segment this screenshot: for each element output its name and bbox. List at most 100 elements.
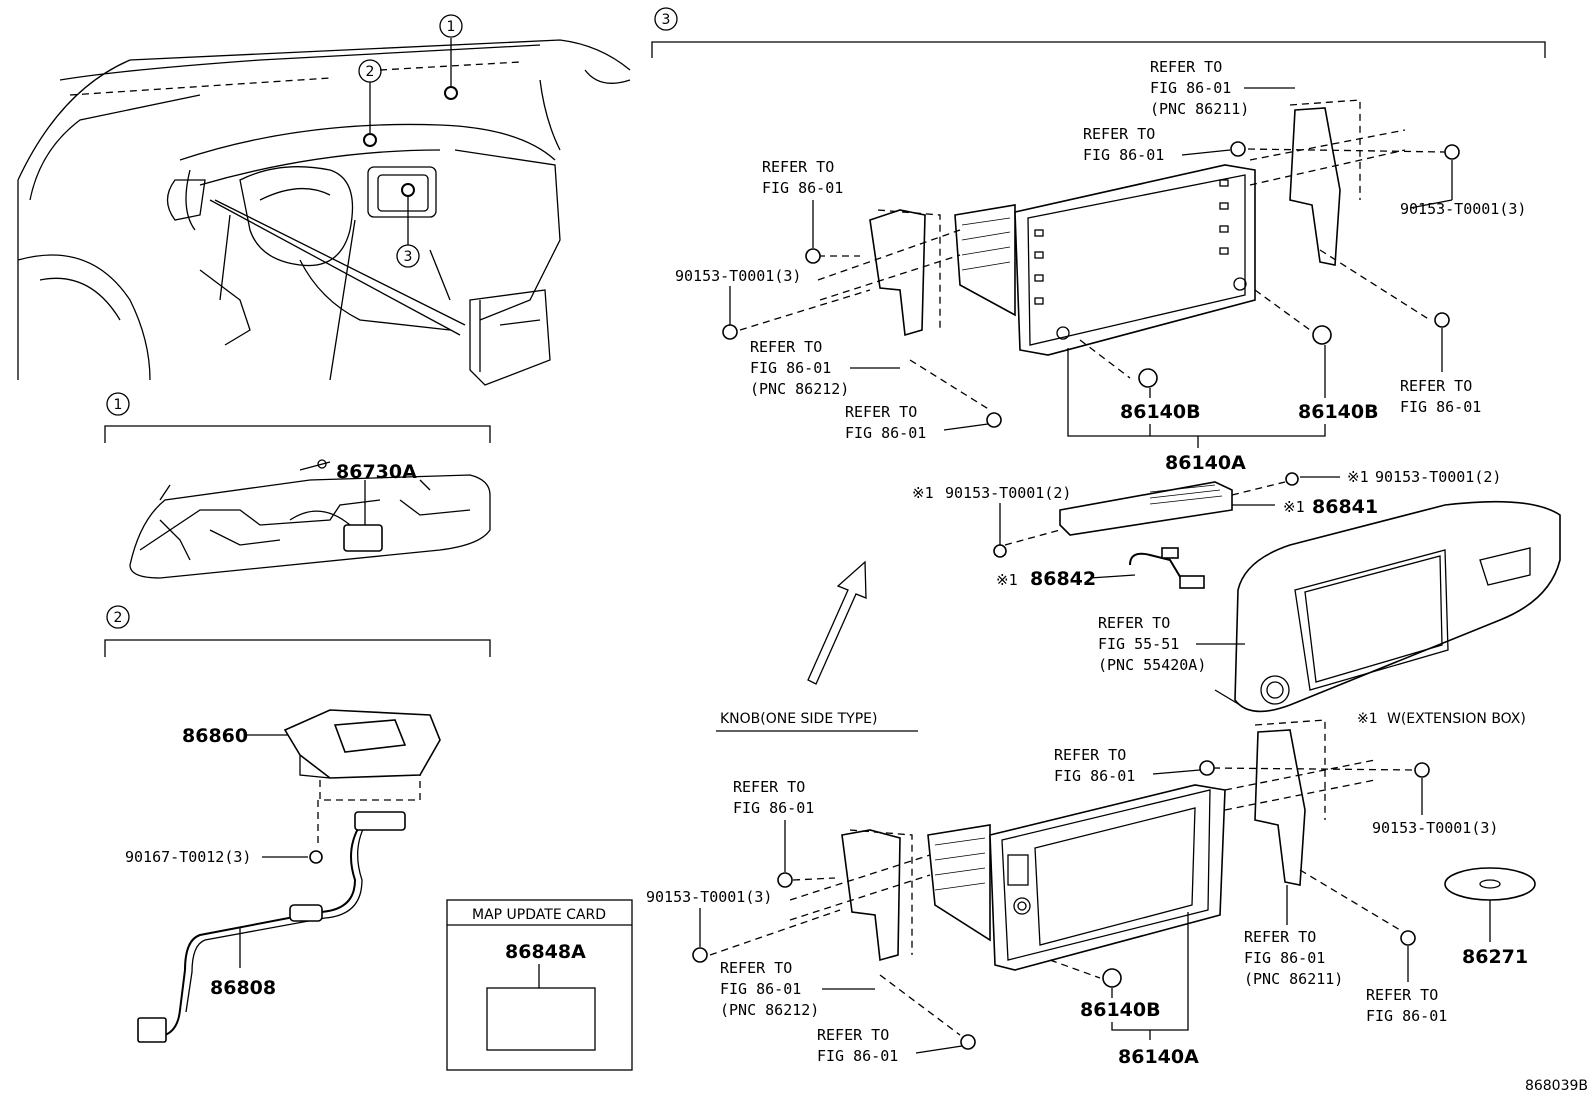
- svg-text:90153-T0001(3): 90153-T0001(3): [675, 267, 801, 285]
- knob-arrow: [807, 560, 867, 685]
- part-86841-label: ※1 86841: [1232, 496, 1378, 518]
- part-86808: 86808: [210, 977, 276, 999]
- map-update-card-title: MAP UPDATE CARD: [472, 907, 606, 923]
- svg-text:REFER TO: REFER TO: [1098, 614, 1170, 632]
- callout-2-overview: 2: [358, 59, 382, 83]
- svg-text:(PNC 55420A): (PNC 55420A): [1098, 656, 1206, 674]
- section-3: 3: [646, 7, 1561, 1068]
- center-panel-illustration: [1214, 500, 1561, 713]
- ref-panel-55420A: REFER TO FIG 55-51 (PNC 55420A): [1098, 614, 1245, 674]
- svg-text:1: 1: [114, 397, 123, 413]
- svg-text:(PNC 86212): (PNC 86212): [720, 1001, 819, 1019]
- svg-text:FIG 86-01: FIG 86-01: [1366, 1007, 1447, 1025]
- disc-86271-illustration: [1444, 867, 1536, 942]
- svg-text:REFER TO: REFER TO: [1083, 125, 1155, 143]
- part-86860: 86860: [182, 725, 248, 747]
- svg-text:FIG 86-01: FIG 86-01: [733, 799, 814, 817]
- svg-text:※1: ※1: [1347, 468, 1369, 486]
- overhead-console-illustration: [129, 459, 491, 579]
- svg-text:※1: ※1: [912, 484, 934, 502]
- svg-text:REFER TO: REFER TO: [762, 158, 834, 176]
- svg-text:※1: ※1: [996, 571, 1018, 589]
- part-86140A-top: 86140A: [1165, 452, 1246, 474]
- bolt-bottom-left: 90153-T0001(3): [646, 888, 772, 947]
- svg-text:FIG 55-51: FIG 55-51: [1098, 635, 1179, 653]
- svg-text:REFER TO: REFER TO: [1400, 377, 1472, 395]
- extension-box-illustration: [993, 472, 1299, 589]
- svg-text:FIG 86-01: FIG 86-01: [1400, 398, 1481, 416]
- ref-top-lower-right: REFER TO FIG 86-01: [1400, 328, 1481, 416]
- svg-text:1: 1: [447, 19, 456, 35]
- svg-text:REFER TO: REFER TO: [1366, 986, 1438, 1004]
- svg-text:86841: 86841: [1312, 496, 1378, 518]
- part-86140A-bottom: 86140A: [1118, 1046, 1199, 1068]
- bolt-bottom-right: 90153-T0001(3): [1372, 778, 1498, 837]
- svg-text:90153-T0001(3): 90153-T0001(3): [646, 888, 772, 906]
- knob-one-side-type-label: KNOB(ONE SIDE TYPE): [720, 711, 877, 727]
- svg-text:FIG 86-01: FIG 86-01: [1083, 146, 1164, 164]
- svg-text:3: 3: [662, 12, 671, 28]
- svg-text:FIG 86-01: FIG 86-01: [817, 1047, 898, 1065]
- svg-text:90153-T0001(2): 90153-T0001(2): [945, 484, 1071, 502]
- svg-text:(PNC 86211): (PNC 86211): [1244, 970, 1343, 988]
- part-86271: 86271: [1462, 946, 1528, 968]
- callout-1-overview: 1: [439, 14, 463, 38]
- part-86730A: 86730A: [336, 461, 417, 483]
- extension-box-note: ※1 W(EXTENSION BOX): [1357, 711, 1526, 727]
- ref-bottom-lower-left: REFER TO FIG 86-01: [817, 1026, 963, 1065]
- ref-bottom-left: REFER TO FIG 86-01: [733, 778, 814, 872]
- svg-text:REFER TO: REFER TO: [1150, 58, 1222, 76]
- figure-code: 868039B: [1525, 1078, 1588, 1094]
- ref-top-right-86211: REFER TO FIG 86-01 (PNC 86211): [1150, 58, 1295, 118]
- svg-text:REFER TO: REFER TO: [817, 1026, 889, 1044]
- dashboard-overview-illustration: [17, 38, 631, 386]
- bolt-top-left: 90153-T0001(3): [675, 267, 801, 325]
- ref-bottom-right-86211: REFER TO FIG 86-01 (PNC 86211): [1244, 885, 1343, 988]
- svg-text:REFER TO: REFER TO: [720, 959, 792, 977]
- svg-text:FIG 86-01: FIG 86-01: [845, 424, 926, 442]
- ref-top-left: REFER TO FIG 86-01: [762, 158, 843, 248]
- ref-top-left-86212: REFER TO FIG 86-01 (PNC 86212): [750, 338, 900, 398]
- ref-top-lower-left: REFER TO FIG 86-01: [845, 403, 989, 442]
- svg-text:REFER TO: REFER TO: [1054, 746, 1126, 764]
- svg-text:FIG 86-01: FIG 86-01: [1150, 79, 1231, 97]
- part-86848A: 86848A: [505, 941, 586, 963]
- svg-text:FIG 86-01: FIG 86-01: [1054, 767, 1135, 785]
- ref-top-center: REFER TO FIG 86-01: [1083, 125, 1231, 164]
- gps-antenna-module-illustration: [283, 709, 441, 801]
- part-86140B-top-2: 86140B: [1298, 401, 1379, 423]
- svg-text:※1: ※1: [1283, 498, 1305, 516]
- section-1: 1 86730A: [104, 392, 491, 579]
- ext-bolt-right-label: ※1 90153-T0001(2): [1300, 468, 1501, 486]
- head-unit-top-illustration: [722, 99, 1460, 428]
- svg-text:90153-T0001(3): 90153-T0001(3): [1400, 200, 1526, 218]
- antenna-cable-illustration: [137, 811, 406, 1043]
- part-86140B-bottom: 86140B: [1080, 999, 1161, 1021]
- svg-text:FIG 86-01: FIG 86-01: [1244, 949, 1325, 967]
- callout-3-overview: 3: [396, 244, 420, 268]
- svg-text:2: 2: [114, 610, 123, 626]
- bolt-top-right: 90153-T0001(3): [1400, 160, 1526, 218]
- svg-text:REFER TO: REFER TO: [1244, 928, 1316, 946]
- part-86140B-top-1: 86140B: [1120, 401, 1201, 423]
- svg-text:FIG 86-01: FIG 86-01: [750, 359, 831, 377]
- svg-text:90153-T0001(3): 90153-T0001(3): [1372, 819, 1498, 837]
- ref-bottom-left-86212: REFER TO FIG 86-01 (PNC 86212): [720, 959, 875, 1019]
- svg-text:REFER TO: REFER TO: [733, 778, 805, 796]
- section-2: 2 86860 90167-T0012(3) 86808 MAP UPDATE …: [104, 605, 633, 1071]
- svg-text:2: 2: [366, 64, 375, 80]
- svg-text:FIG 86-01: FIG 86-01: [762, 179, 843, 197]
- svg-text:90153-T0001(2): 90153-T0001(2): [1375, 468, 1501, 486]
- ext-bolt-left-label: ※1 90153-T0001(2): [912, 484, 1071, 545]
- svg-text:FIG 86-01: FIG 86-01: [720, 980, 801, 998]
- ref-bottom-lower-right: REFER TO FIG 86-01: [1366, 946, 1447, 1025]
- svg-text:※1: ※1: [1357, 711, 1378, 727]
- svg-text:86842: 86842: [1030, 568, 1096, 590]
- svg-text:3: 3: [404, 249, 413, 265]
- svg-text:(PNC 86212): (PNC 86212): [750, 380, 849, 398]
- part-90167-T0012: 90167-T0012(3): [125, 848, 251, 866]
- head-unit-bottom-illustration: [692, 719, 1430, 1050]
- ref-bottom-center: REFER TO FIG 86-01: [1054, 746, 1201, 785]
- svg-text:W(EXTENSION BOX): W(EXTENSION BOX): [1387, 711, 1526, 727]
